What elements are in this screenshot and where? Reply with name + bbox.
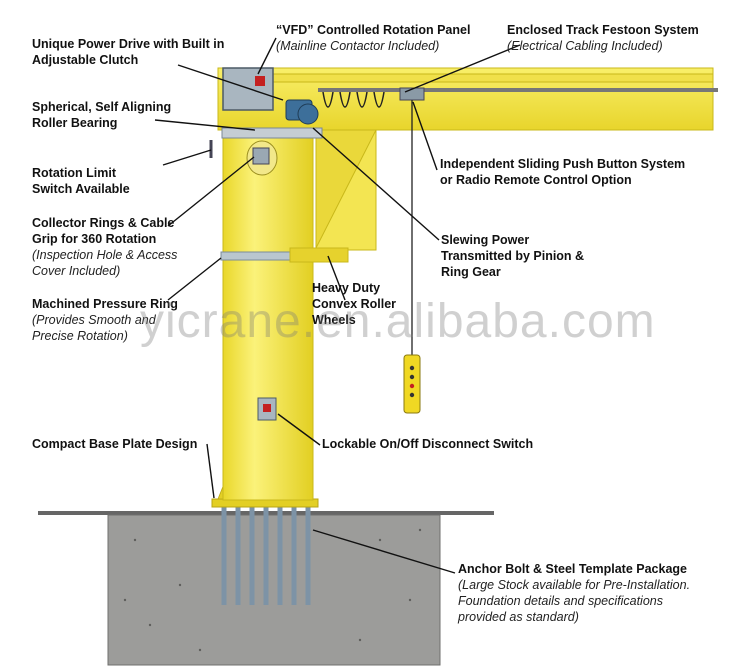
label-pressure-ring-line1: Machined Pressure Ring xyxy=(32,297,178,311)
disconnect-switch xyxy=(257,397,277,421)
label-collector-sub1: (Inspection Hole & Access xyxy=(32,248,178,262)
label-slewing-line1: Slewing Power xyxy=(441,233,530,247)
festoon-track xyxy=(318,88,718,92)
label-pressure-ring: Machined Pressure Ring (Provides Smooth … xyxy=(32,296,178,344)
label-bearing-line1: Spherical, Self Aligning xyxy=(32,100,172,114)
collector-rings xyxy=(252,147,270,165)
leader-lines xyxy=(154,37,521,574)
label-bearing: Spherical, Self Aligning Roller Bearing xyxy=(32,99,171,131)
label-collector: Collector Rings & Cable Grip for 360 Rot… xyxy=(32,215,177,279)
foundation-block xyxy=(38,511,494,666)
label-vfd-sub: (Mainline Contactor Included) xyxy=(276,39,440,53)
label-limit-switch: Rotation Limit Switch Available xyxy=(32,165,130,197)
label-bearing-line2: Roller Bearing xyxy=(32,116,118,130)
label-wheels-line3: Wheels xyxy=(312,313,356,327)
label-slewing-line2: Transmitted by Pinion & xyxy=(441,249,585,263)
label-collector-line2: Grip for 360 Rotation xyxy=(32,232,157,246)
label-vfd: “VFD” Controlled Rotation Panel (Mainlin… xyxy=(276,22,470,54)
label-festoon: Enclosed Track Festoon System (Electrica… xyxy=(507,22,699,54)
label-festoon-sub: (Electrical Cabling Included) xyxy=(507,39,663,53)
label-limit-switch-line1: Rotation Limit xyxy=(32,166,117,180)
label-collector-line1: Collector Rings & Cable xyxy=(32,216,175,230)
label-disconnect: Lockable On/Off Disconnect Switch xyxy=(322,436,533,452)
label-disconnect-line1: Lockable On/Off Disconnect Switch xyxy=(322,437,534,451)
label-anchor-title: Anchor Bolt & Steel Template Package xyxy=(458,562,687,576)
label-anchor-sub1: (Large Stock available for Pre-Installat… xyxy=(458,578,691,592)
label-push-button-line2: or Radio Remote Control Option xyxy=(440,173,632,187)
label-base-plate: Compact Base Plate Design xyxy=(32,436,197,452)
column xyxy=(222,137,314,501)
label-power-drive-line1: Unique Power Drive with Built in xyxy=(32,37,225,51)
label-pressure-ring-sub2: Precise Rotation) xyxy=(32,329,128,343)
watermark: yicrane.en.alibaba.com xyxy=(140,295,656,348)
label-slewing: Slewing Power Transmitted by Pinion & Ri… xyxy=(441,232,584,280)
label-wheels-line2: Convex Roller xyxy=(312,297,397,311)
label-limit-switch-line2: Switch Available xyxy=(32,182,130,196)
label-collector-sub2: Cover Included) xyxy=(32,264,121,278)
drive-motor xyxy=(285,99,319,125)
label-wheels-line1: Heavy Duty xyxy=(312,281,381,295)
label-power-drive-line2: Adjustable Clutch xyxy=(32,53,139,67)
label-power-drive: Unique Power Drive with Built in Adjusta… xyxy=(32,36,224,68)
label-vfd-title: “VFD” Controlled Rotation Panel xyxy=(276,23,471,37)
jib-boom xyxy=(217,67,714,263)
label-anchor-sub2: Foundation details and specifications xyxy=(458,594,663,608)
anchor-bolts xyxy=(221,505,311,605)
label-push-button-line1: Independent Sliding Push Button System xyxy=(440,157,686,171)
label-push-button: Independent Sliding Push Button System o… xyxy=(440,156,685,188)
label-anchor: Anchor Bolt & Steel Template Package (La… xyxy=(458,561,690,625)
label-anchor-sub3: provided as standard) xyxy=(458,610,579,624)
label-festoon-title: Enclosed Track Festoon System xyxy=(507,23,699,37)
festoon-cables xyxy=(322,91,385,108)
ring-gear xyxy=(221,127,323,139)
label-base-plate-line1: Compact Base Plate Design xyxy=(32,437,198,451)
pendant-control xyxy=(403,354,421,414)
label-pressure-ring-sub1: (Provides Smooth and xyxy=(32,313,156,327)
label-slewing-line3: Ring Gear xyxy=(441,265,501,279)
label-wheels: Heavy Duty Convex Roller Wheels xyxy=(312,280,396,328)
